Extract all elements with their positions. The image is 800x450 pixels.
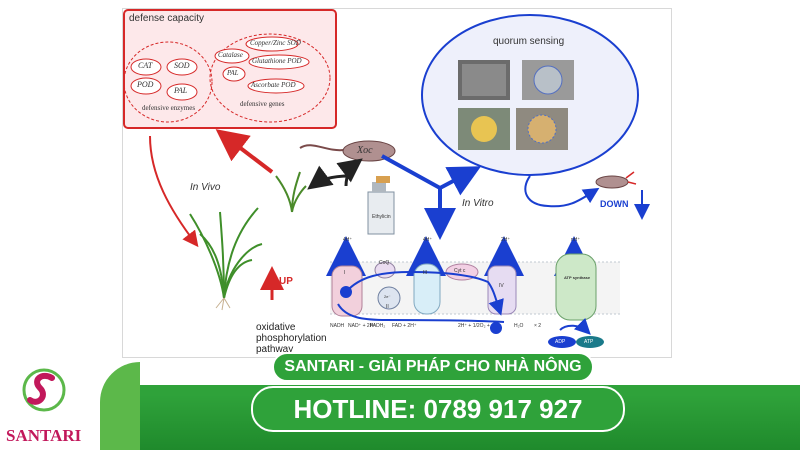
- genes-caption: defensive genes: [240, 100, 285, 108]
- complex-label: I: [344, 270, 346, 276]
- down-label: DOWN: [600, 199, 629, 209]
- rice-plant: [189, 207, 263, 299]
- seedling: [275, 171, 307, 213]
- complex-ii: [377, 286, 401, 310]
- defense-title: defense capacity: [129, 13, 205, 24]
- complex-iii: [413, 263, 441, 315]
- coq-label: CoQ: [379, 260, 390, 266]
- adp-badge: [548, 336, 576, 348]
- proton-label: 2H⁺: [501, 237, 511, 243]
- quorum-title: quorum sensing: [493, 36, 565, 47]
- pathway-label: oxidative phosphorylation pathway: [256, 322, 327, 355]
- proton-label: 4H⁺: [423, 237, 433, 243]
- enzyme-label: PAL: [174, 86, 188, 95]
- proton-label: 4H⁺: [343, 237, 353, 243]
- complex-label: III: [423, 270, 428, 276]
- electron-label: 2e⁻: [384, 294, 391, 299]
- gene-label: Catalase: [218, 51, 243, 59]
- reaction-right: H₂O: [514, 323, 524, 329]
- adp-label: ADP: [555, 339, 566, 345]
- genes-ellipse: [209, 33, 331, 123]
- reaction-left: 2H⁺ + 1/2O₂ +: [458, 323, 490, 329]
- atp-synthase: [555, 253, 597, 321]
- gene-label: PAL: [227, 69, 239, 77]
- logo-panel: SANTARI: [0, 360, 118, 450]
- xoc-label: Xoc: [357, 145, 373, 156]
- enzymes-caption: defensive enzymes: [142, 104, 196, 112]
- complex-label: IV: [499, 283, 504, 289]
- reaction-mult: × 2: [534, 323, 542, 329]
- hotline-banner[interactable]: HOTLINE: 0789 917 927: [251, 386, 625, 432]
- bottle-label: Ethylicin: [372, 214, 391, 220]
- nadh-label: NADH: [330, 323, 345, 329]
- proton-label: nH⁺: [571, 237, 581, 243]
- ethylicin-bottle: [367, 191, 395, 235]
- atp-badge: [576, 336, 604, 348]
- in-vivo-label: In Vivo: [190, 182, 221, 193]
- fad-label: FAD + 2H⁺: [392, 323, 417, 329]
- nad-label: NAD⁺ + 2H⁺: [348, 323, 376, 329]
- enzyme-label: POD: [137, 80, 154, 89]
- logo-text: SANTARI: [6, 426, 82, 445]
- fadh-label: FADH₂: [370, 323, 386, 329]
- enzyme-label: CAT: [138, 61, 153, 70]
- in-vitro-label: In Vitro: [462, 198, 494, 209]
- gene-label: Ascorbate POD: [251, 81, 296, 89]
- slogan-banner: SANTARI - GIẢI PHÁP CHO NHÀ NÔNG: [272, 352, 594, 382]
- atp-synthase-label: ATP synthase: [563, 275, 591, 280]
- up-label: UP: [279, 276, 293, 287]
- enzymes-ellipse: [123, 41, 213, 123]
- enzyme-label: SOD: [174, 61, 190, 70]
- atp-label: ATP: [584, 339, 594, 345]
- santari-logo-icon: [22, 368, 66, 412]
- complex-label: II: [386, 304, 389, 310]
- cytc-label: Cyt c: [454, 268, 466, 274]
- gene-label: Glutathione POD: [252, 57, 302, 65]
- gene-label: Copper/Zinc SOD: [250, 39, 301, 47]
